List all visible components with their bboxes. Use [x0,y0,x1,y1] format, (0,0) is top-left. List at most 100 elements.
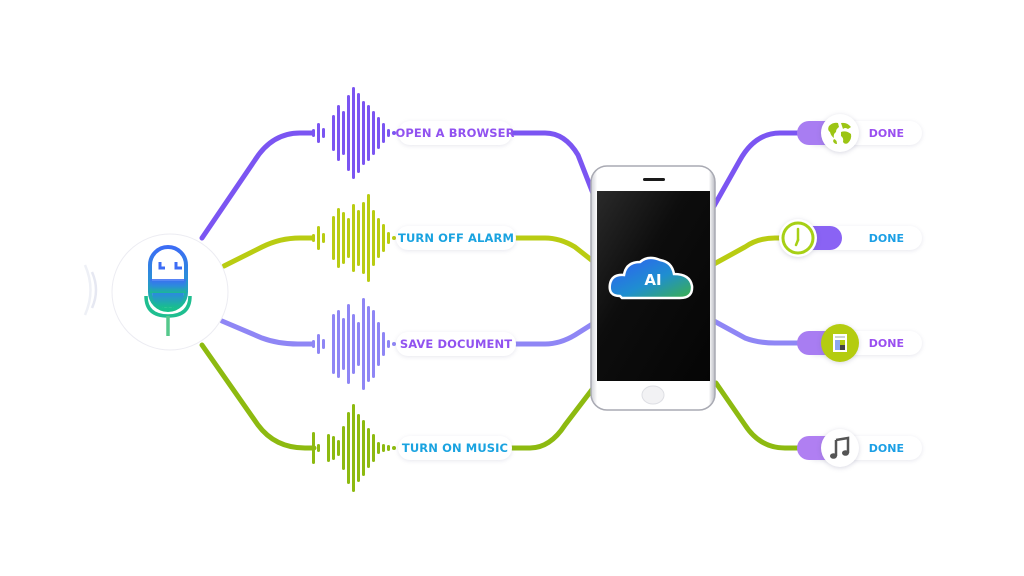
waveform-bar [352,314,355,374]
wire-mic-to-document [219,318,315,347]
waveform-bar [312,234,315,242]
wire-music-to-phone [509,384,597,451]
waveform-bar [372,310,375,378]
waveform-bar [322,128,325,138]
waveform-bar [342,111,345,155]
waveform-bar [332,216,335,260]
waveform-bar [337,105,340,161]
waveform-bar [312,432,315,464]
toggle-knob-document[interactable] [821,324,859,362]
waveform-bar [317,226,320,250]
waveform-bar [317,123,320,143]
microphone-node [83,233,229,351]
waveform-bar [372,210,375,266]
waveform-bar [347,412,350,484]
command-text: OPEN A BROWSER [395,126,515,140]
waveform-bar [382,123,385,143]
waveform-bar [352,87,355,179]
phone-speaker [643,178,665,181]
waveform-bar [347,95,350,171]
command-text: TURN ON MUSIC [401,441,509,455]
waveform-bar [367,105,370,161]
ai-label: AI [644,271,662,289]
waveform-bar [332,115,335,151]
waveform-bar [322,233,325,243]
waveform-bar [387,232,390,244]
wire-phone-to-alarm-done [711,235,785,267]
waveform-bar [327,434,330,462]
waveform-bar [317,334,320,354]
waveform-bar [352,204,355,272]
waveform-bar [387,445,390,451]
clock-icon [781,221,815,255]
waveform-dot [392,131,396,135]
waveform-bar [387,129,390,137]
waveform-bar [372,111,375,155]
sound-waves-icon [90,271,98,309]
waveform-bar [382,332,385,356]
done-text: DONE [868,441,904,455]
waveform-bar [357,414,360,482]
waveform-bar [377,442,380,454]
waveform-bar [347,304,350,384]
waveform-dot [392,236,396,240]
waveform-bar [382,444,385,452]
waveform-dot [392,446,396,450]
waveform-bar [337,310,340,378]
waveform-bar [332,436,335,460]
waveform-bar [357,322,360,366]
waveform-bar [362,202,365,274]
waveform-bar [382,224,385,252]
waveform-bar [377,117,380,149]
globe-icon [823,116,857,150]
toggle-knob-browser[interactable] [821,114,859,152]
waveform-bar [362,101,365,165]
toggle-knob-music[interactable] [821,429,859,467]
waveform-bar [312,340,315,348]
waveform-bar [347,218,350,258]
waveform-bar [342,212,345,264]
cloud-icon [608,256,694,300]
waveform-bar [387,340,390,348]
waveform-bar [312,129,315,137]
done-text: DONE [868,126,904,140]
toggle-knob-alarm[interactable] [779,219,817,257]
wire-mic-to-alarm [221,235,315,269]
waveform-bar [377,322,380,366]
waveform-bar [362,298,365,390]
command-text: TURN OFF ALARM [398,231,514,245]
waveform-bar [362,420,365,476]
music-note-icon [830,436,850,459]
waveform-bar [337,208,340,268]
wire-mic-to-music [199,342,317,451]
command-label-open-browser: OPEN A BROWSER [395,121,515,145]
wire-mic-to-browser [199,130,315,241]
waveform-bar [342,426,345,470]
waveform-bar [367,194,370,282]
waveform-bar [367,306,370,382]
command-label-turn-on-music: TURN ON MUSIC [398,436,512,460]
wire-alarm-to-phone [513,235,597,265]
waveform-bar [332,314,335,374]
done-text: DONE [868,336,904,350]
wire-phone-to-browser-done [711,130,808,209]
done-text: DONE [868,231,904,245]
waveform-bar [337,440,340,456]
waveform-bar [317,444,320,452]
waveform-bar [367,428,370,468]
waveform-bar [342,318,345,370]
wire-browser-to-phone [509,130,597,199]
phone-home-button[interactable] [641,385,665,405]
waveform-bar [377,218,380,258]
wire-phone-to-music-done [713,380,808,451]
document-icon [833,334,847,352]
command-label-turn-off-alarm: TURN OFF ALARM [396,226,516,250]
waveform-bar [322,339,325,349]
waveform-bar [357,210,360,266]
command-text: SAVE DOCUMENT [399,337,513,351]
microphone-icon [144,245,192,336]
command-label-save-document: SAVE DOCUMENT [396,332,516,356]
waveform-bar [357,93,360,173]
